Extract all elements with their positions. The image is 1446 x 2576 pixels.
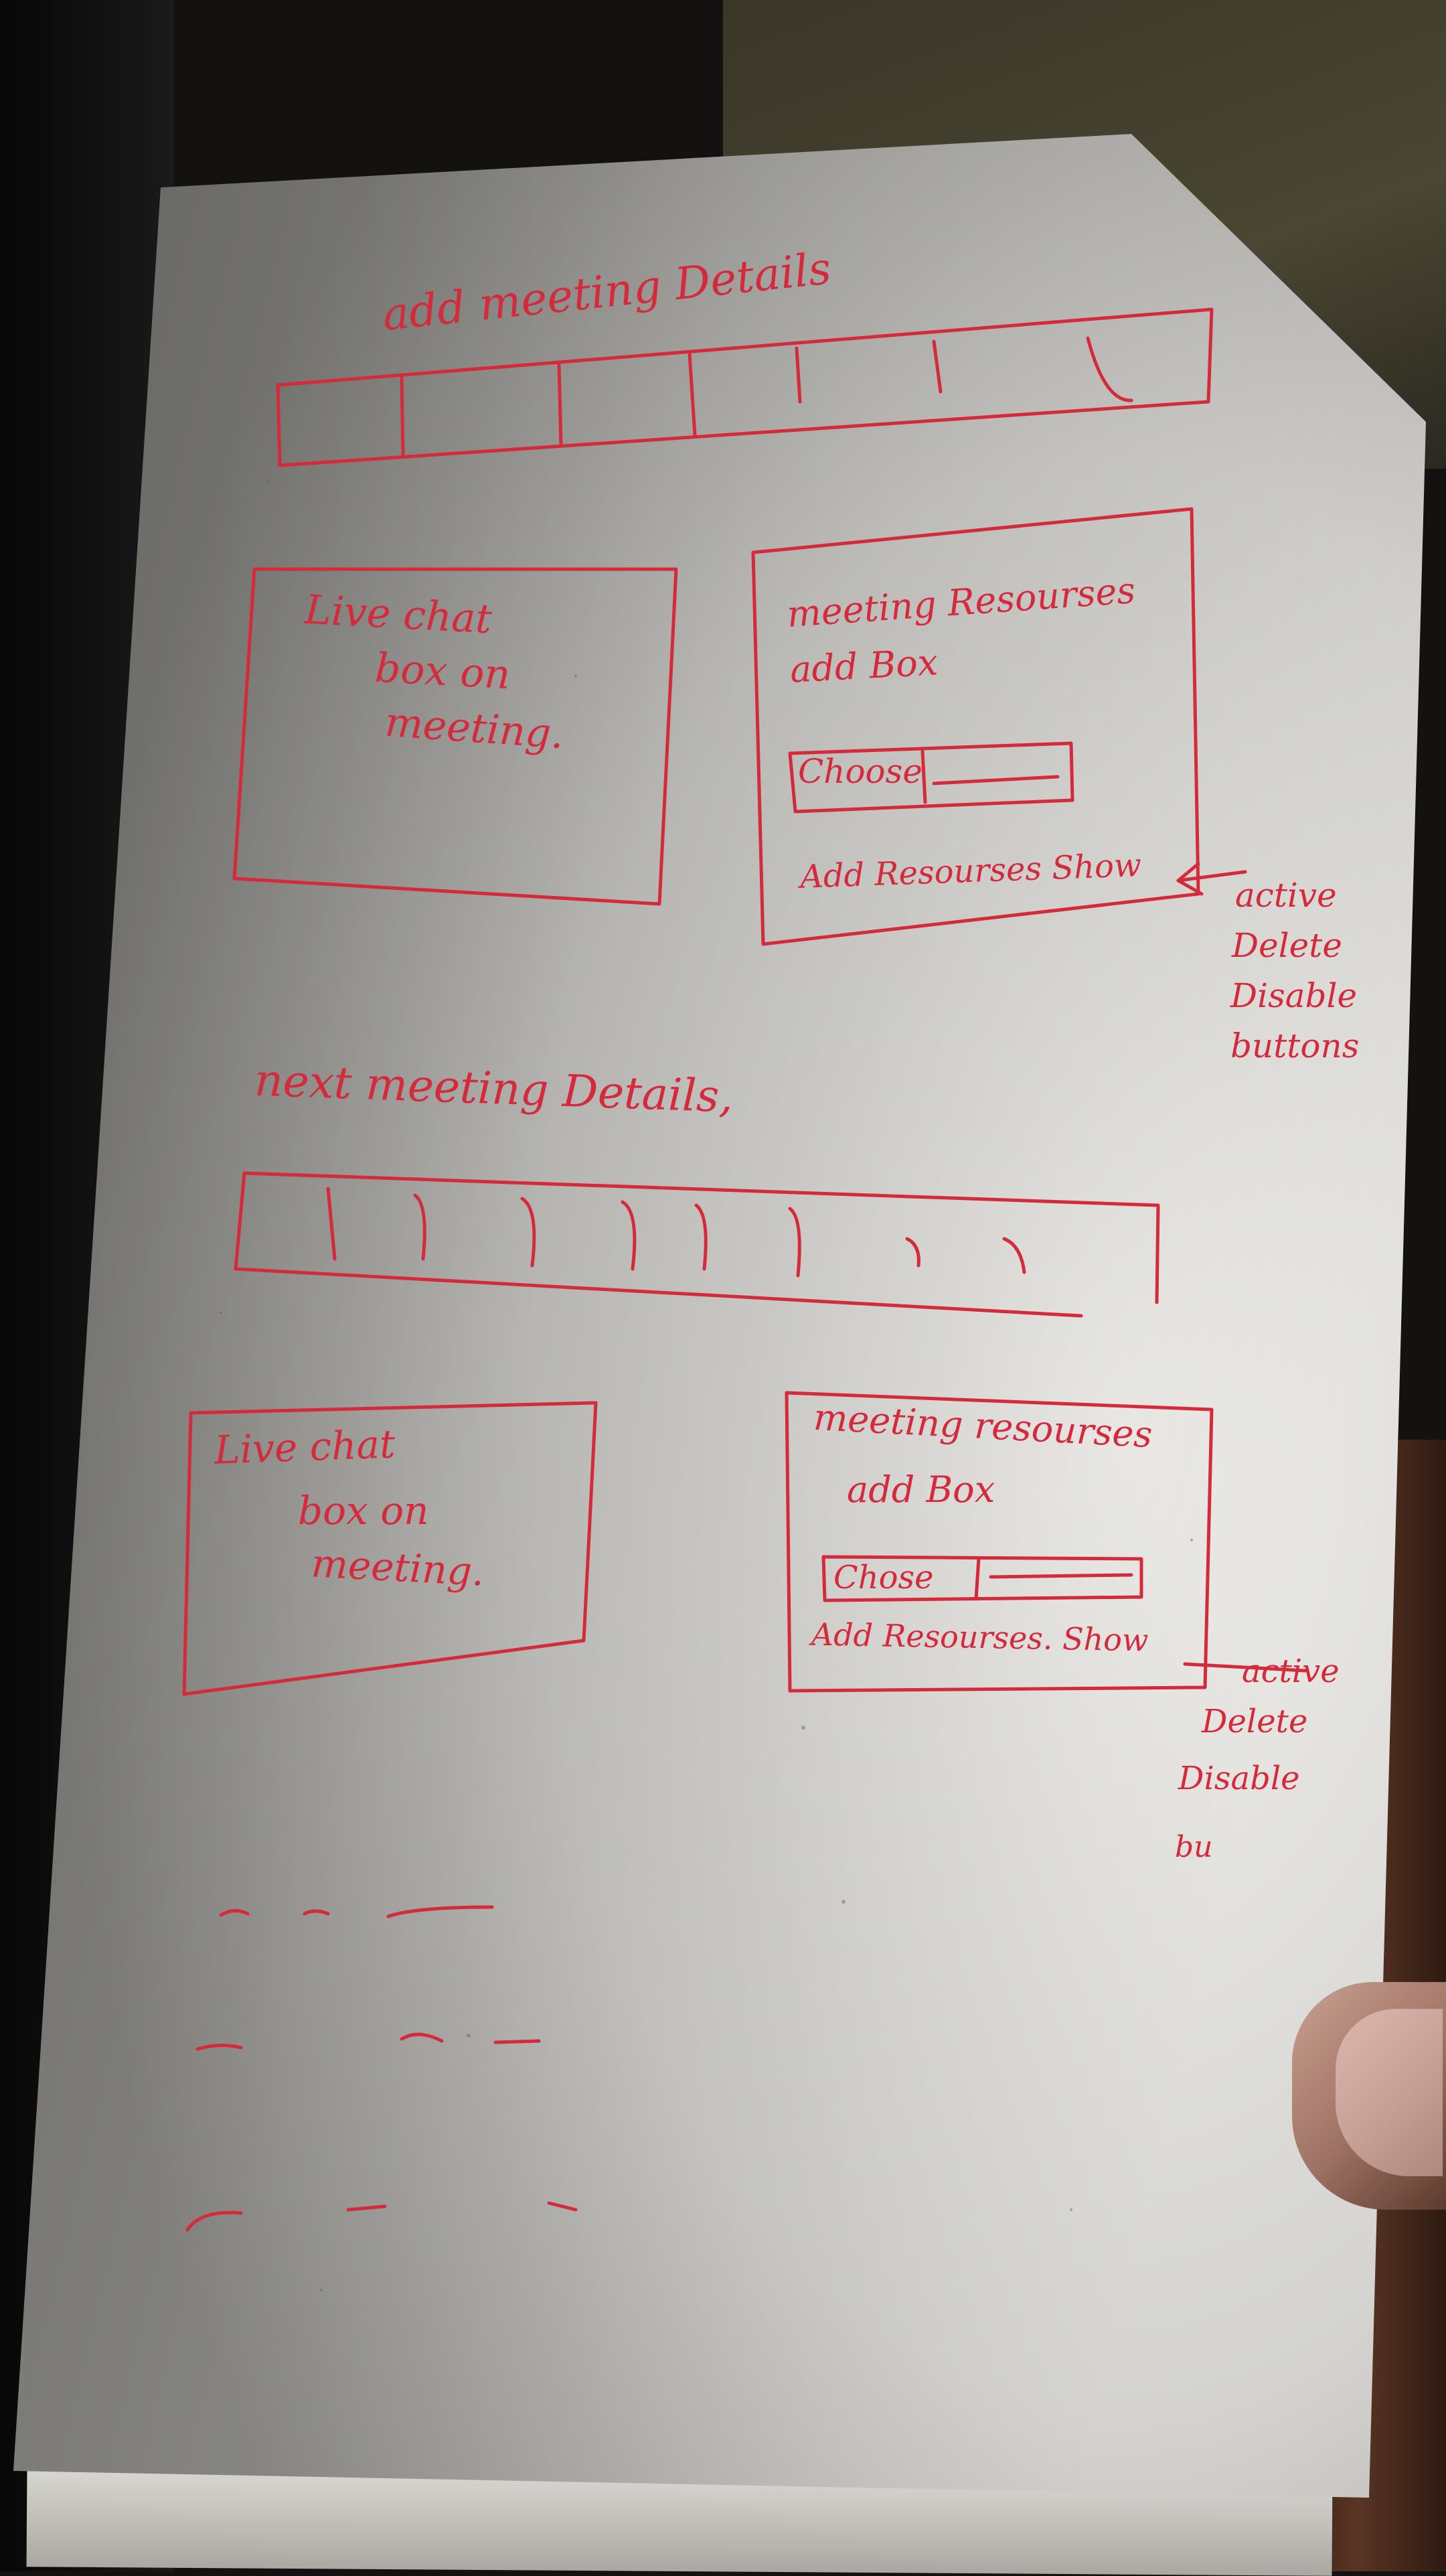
chat-line-2: box on (298, 1488, 429, 1533)
action-buttons-1: buttons (1230, 1027, 1360, 1065)
resources-box-2 (785, 1391, 1214, 1693)
chat-line-2: box on (374, 644, 511, 699)
resources-title-line-2: add Box (789, 641, 939, 691)
chat-line-3: meeting. (310, 1540, 486, 1595)
action-disable-2[interactable]: Disable (1178, 1760, 1300, 1797)
action-disable-1[interactable]: Disable (1230, 976, 1358, 1015)
scribble-lines (185, 1905, 578, 2232)
live-chat-box-2 (182, 1401, 598, 1696)
arrow-left-icon (1183, 1662, 1307, 1673)
meeting-details-table-1 (276, 307, 1214, 467)
action-active-2[interactable]: active (1242, 1653, 1340, 1690)
paper-specks (220, 480, 1193, 2291)
action-delete-1[interactable]: Delete (1232, 926, 1342, 965)
choose-button-2[interactable]: Chose (833, 1559, 934, 1596)
choose-button-1[interactable]: Choose (798, 752, 922, 791)
action-buttons-2: bu (1175, 1830, 1213, 1864)
thumbnail (1336, 2009, 1443, 2176)
arrow-left-icon (1176, 862, 1247, 896)
chat-line-1: Live chat (213, 1421, 396, 1473)
chat-line-1: Live chat (303, 586, 493, 643)
add-resources-show-2[interactable]: Add Resourses. Show (811, 1616, 1149, 1659)
resources-title-line-2: add Box (847, 1468, 995, 1511)
action-active-1[interactable]: active (1235, 876, 1337, 915)
action-delete-2[interactable]: Delete (1202, 1703, 1308, 1740)
live-chat-box-1 (232, 567, 678, 906)
meeting-details-table-2 (234, 1171, 1160, 1318)
